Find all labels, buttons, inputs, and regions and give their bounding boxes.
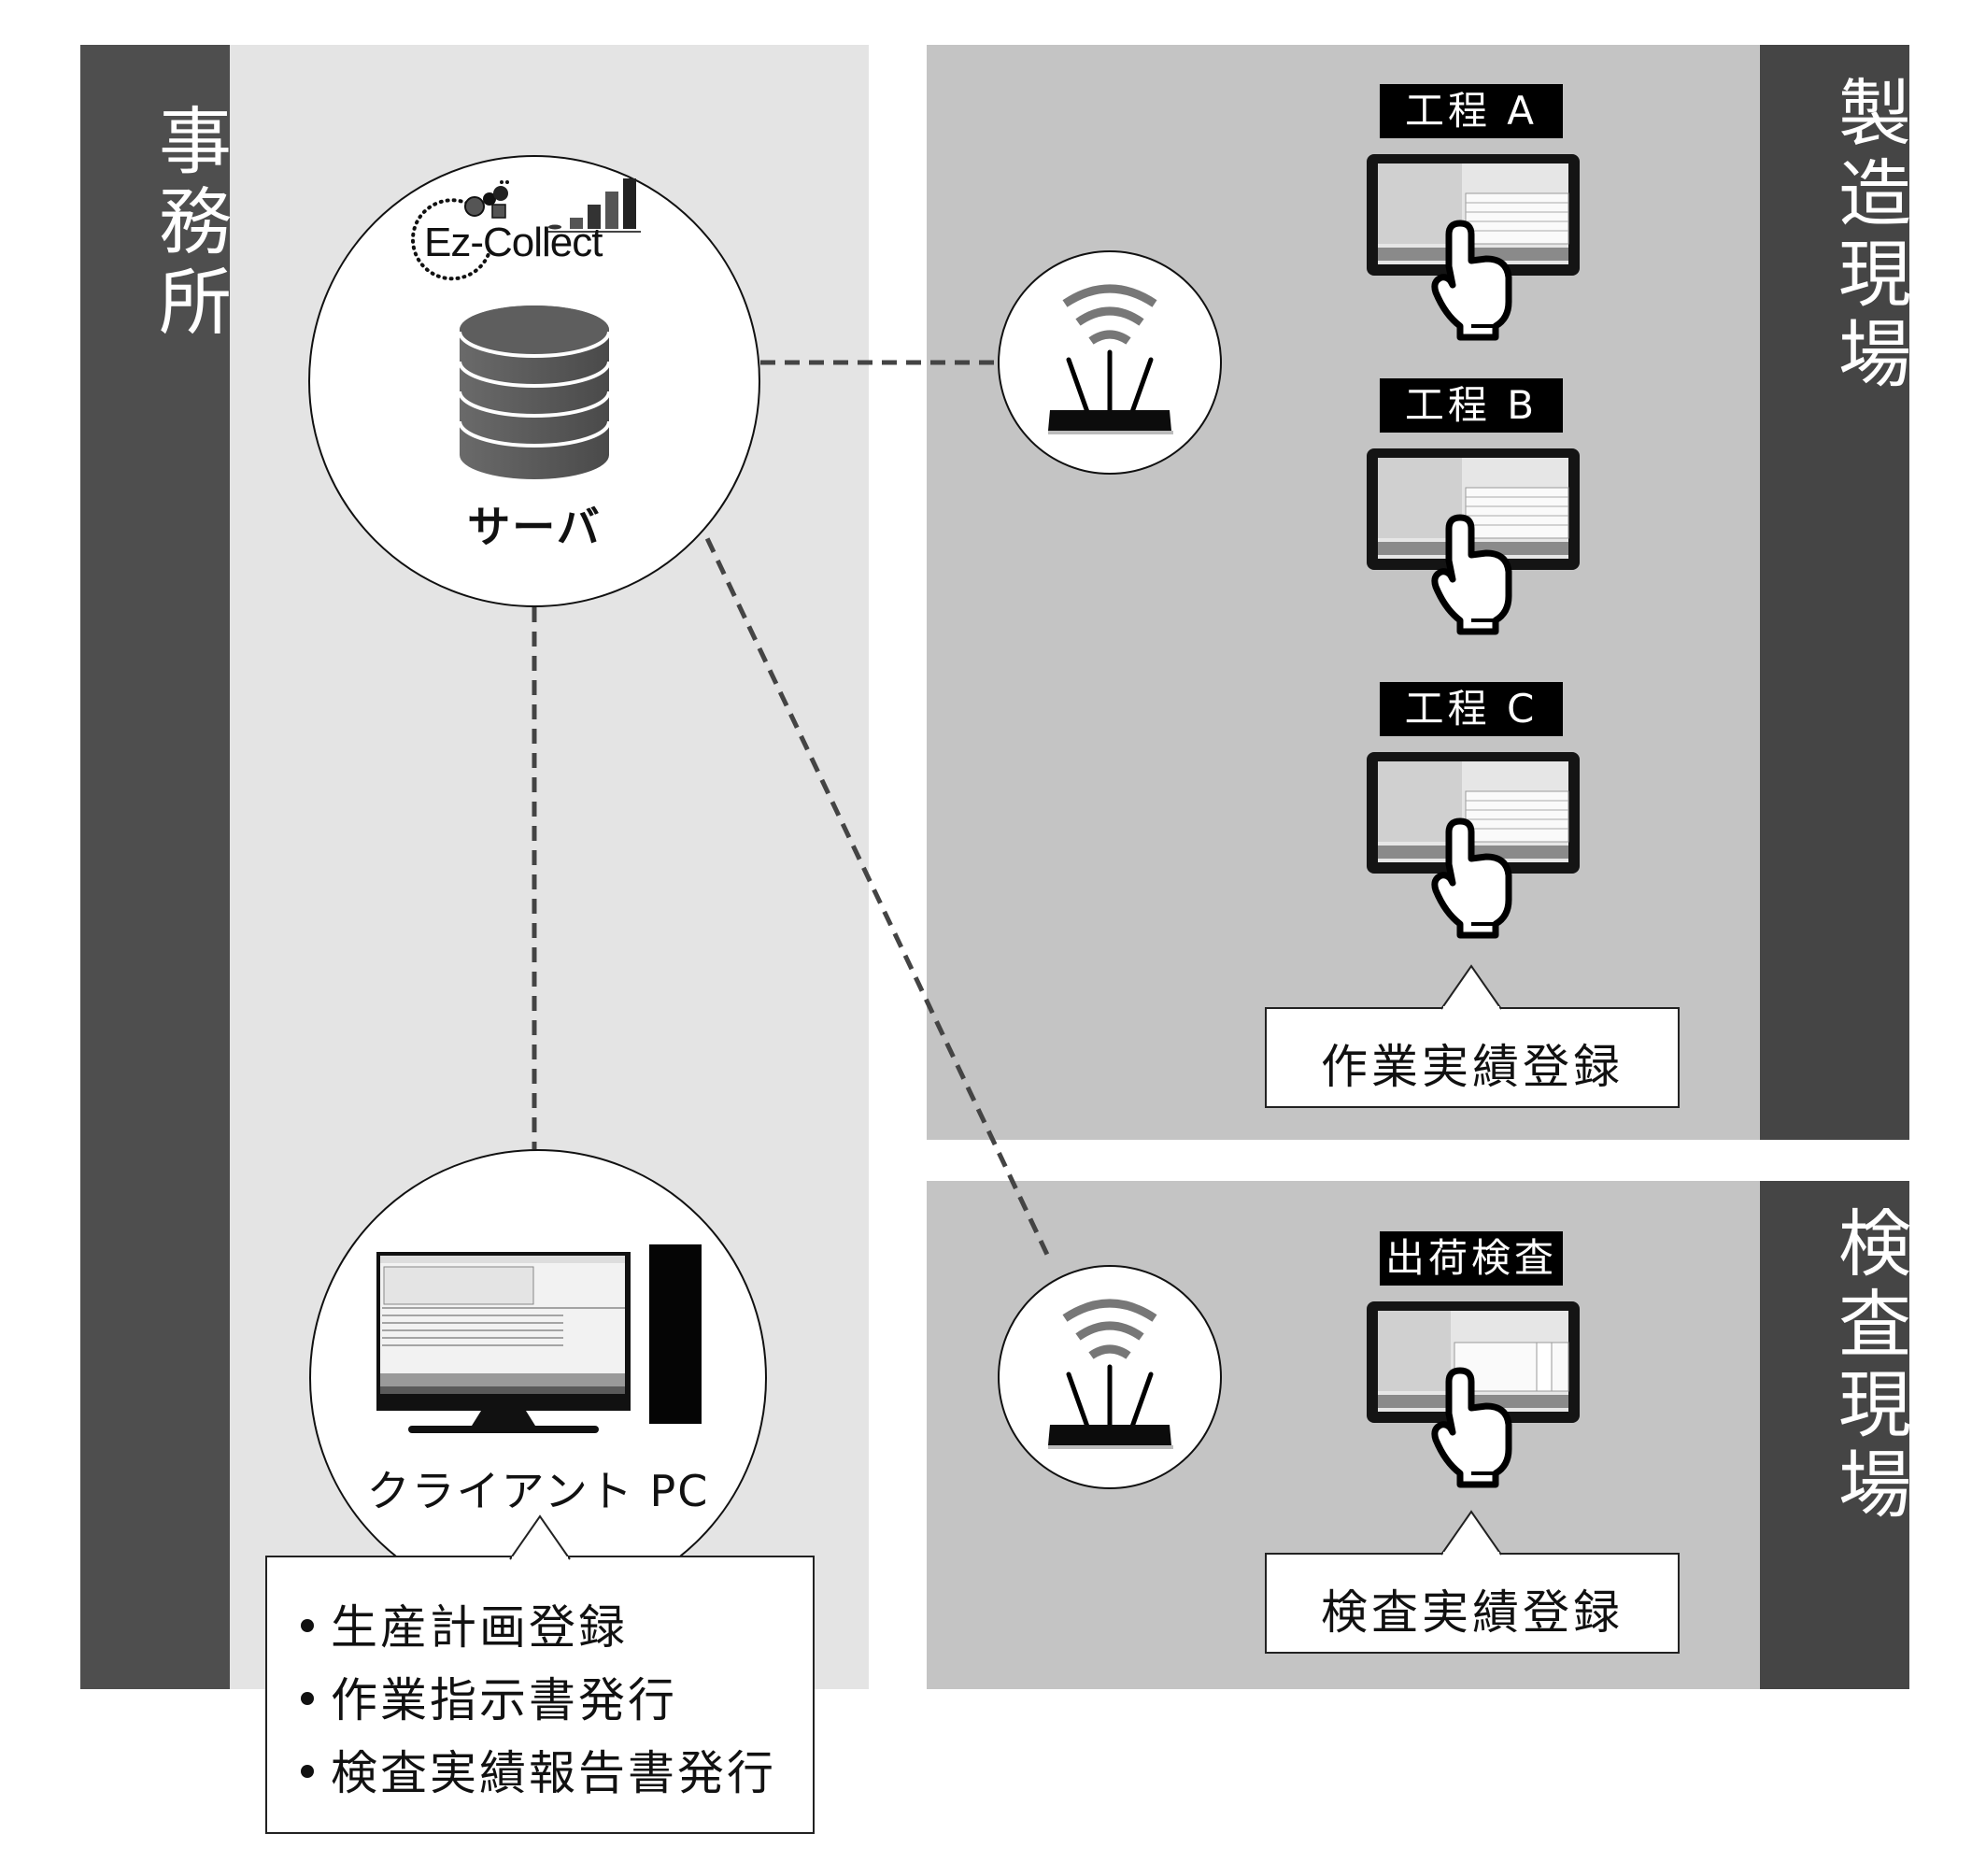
hand-pointer-icon [1431, 220, 1512, 341]
desktop-pc-icon [376, 1244, 702, 1433]
office-task-item: 作業指示書発行 [301, 1664, 776, 1737]
wifi-arc-inner [1088, 330, 1131, 345]
touch-tablet-icon [1367, 154, 1580, 341]
hand-pointer-icon [1431, 514, 1512, 635]
bullet-icon [301, 1618, 314, 1632]
office-task-item: 検査実績報告書発行 [301, 1737, 776, 1810]
touch-tablet-icon [1367, 448, 1580, 635]
logo-text: Ez-Collect [424, 220, 603, 265]
hand-pointer-icon [1431, 1367, 1512, 1488]
callout-pointer [1440, 964, 1502, 1012]
database-icon [458, 306, 611, 479]
inspection-zone-band [1760, 1181, 1909, 1689]
wifi-arc-middle [1075, 306, 1144, 326]
process-label-a: 工程 A [1380, 84, 1563, 138]
wifi-router-icon [1048, 1299, 1173, 1449]
wifi-router-icon [1048, 284, 1173, 434]
bullet-icon [301, 1691, 314, 1705]
manufacturing-zone-label: 製造現場 [1826, 75, 1910, 396]
work-record-callout-text: 作業実績登録 [1321, 1040, 1624, 1094]
wifi-arc-outer [1062, 284, 1157, 307]
process-label-b: 工程 B [1380, 378, 1563, 433]
hand-pointer-icon [1431, 817, 1512, 939]
manufacturing-zone-band [1760, 45, 1909, 1140]
office-task-item: 生産計画登録 [301, 1591, 776, 1664]
bullet-icon [301, 1764, 314, 1778]
office-tasks-callout: 生産計画登録 作業指示書発行 検査実績報告書発行 [265, 1556, 815, 1834]
callout-pointer [1440, 1510, 1502, 1557]
office-zone-label: 事務所 [147, 103, 231, 344]
work-record-callout: 作業実績登録 [1265, 1007, 1680, 1108]
logo-dotted-ring-icon [410, 178, 641, 281]
office-task-list: 生産計画登録 作業指示書発行 検査実績報告書発行 [301, 1591, 776, 1810]
connector-server-to-inspection-router [694, 515, 1052, 1260]
inspection-record-callout-text: 検査実績登録 [1321, 1585, 1624, 1640]
process-label-shipping-inspection: 出荷検査 [1380, 1231, 1563, 1286]
touch-tablet-icon [1367, 1301, 1580, 1488]
ez-collect-logo: Ez-Collect [410, 173, 641, 281]
inspection-record-callout: 検査実績登録 [1265, 1553, 1680, 1654]
callout-pointer [509, 1514, 571, 1562]
client-pc-caption: クライアント PC [366, 1466, 710, 1516]
server-caption: サーバ [467, 502, 602, 552]
office-zone-band [80, 45, 230, 1689]
process-label-c: 工程 C [1380, 682, 1563, 736]
inspection-zone-label: 検査現場 [1826, 1205, 1910, 1527]
touch-tablet-icon [1367, 752, 1580, 939]
manufacturing-zone [927, 45, 1760, 1140]
